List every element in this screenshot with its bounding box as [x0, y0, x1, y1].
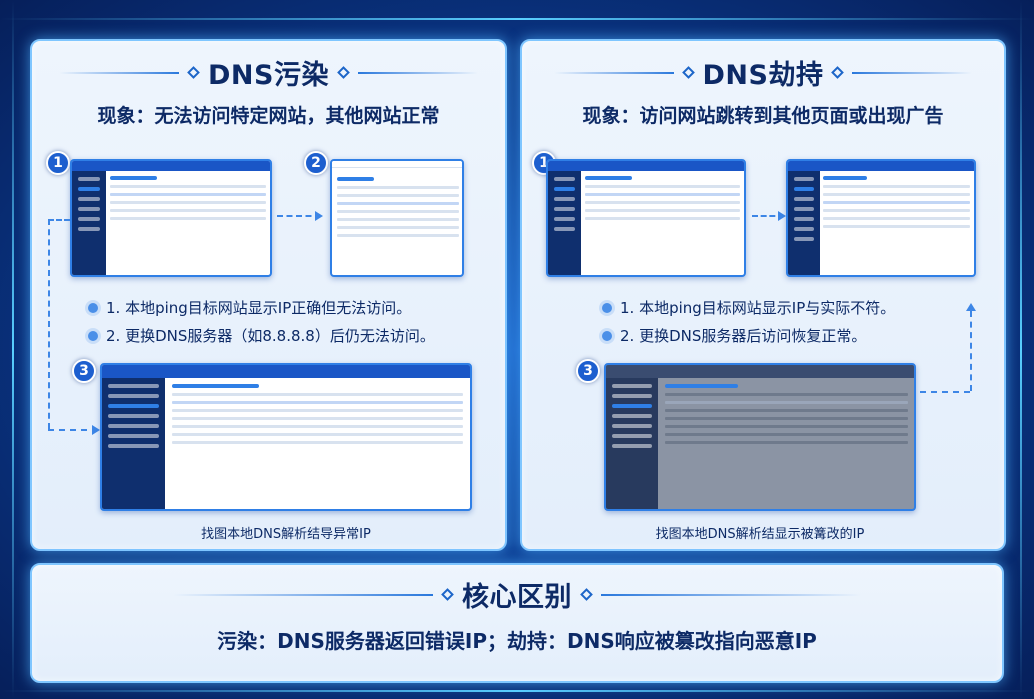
- step-badge-2: 2: [304, 151, 328, 175]
- title-divider-right: [357, 71, 478, 74]
- diamond-icon: [580, 588, 593, 601]
- step-badge-3: 3: [72, 359, 96, 383]
- title-divider-left: [173, 593, 433, 596]
- step-badge-1: 1: [46, 151, 70, 175]
- arrow-1-to-2: [277, 211, 323, 221]
- core-difference-title-row: 核心区别: [32, 575, 1002, 614]
- step-text: 2. 更换DNS服务器（如8.8.8.8）后仍无法访问。: [106, 327, 435, 345]
- dns-pollution-caption: 找图本地DNS解析结导异常IP: [201, 527, 371, 542]
- dns-hijack-screenshot-3: [604, 363, 916, 511]
- dns-pollution-screenshot-3: [100, 363, 472, 511]
- title-divider-left: [553, 71, 674, 74]
- dns-hijack-screenshot-2: [786, 159, 976, 277]
- dns-pollution-title-row: DNS污染: [32, 53, 505, 92]
- diamond-icon: [831, 66, 845, 79]
- step-item: 1. 本地ping目标网站显示IP正确但无法访问。: [88, 297, 435, 318]
- diamond-icon: [337, 66, 350, 79]
- arrow-to-3: [48, 425, 100, 435]
- core-difference-text: 污染：DNS服务器返回错误IP；劫持：DNS响应被篡改指向恶意IP: [217, 629, 817, 653]
- arrow-1-to-2: [752, 211, 786, 221]
- dns-hijack-screenshot-1: [546, 159, 746, 277]
- connector-1-to-3: [48, 219, 50, 429]
- step-text: 1. 本地ping目标网站显示IP与实际不符。: [620, 299, 896, 317]
- step-item: 2. 更换DNS服务器（如8.8.8.8）后仍无法访问。: [88, 325, 435, 346]
- title-divider-right: [852, 71, 973, 74]
- connector-1-top: [48, 219, 70, 221]
- dns-pollution-screenshot-1: [70, 159, 272, 277]
- dns-pollution-steps: 1. 本地ping目标网站显示IP正确但无法访问。 2. 更换DNS服务器（如8…: [88, 297, 435, 353]
- diamond-icon: [681, 66, 695, 79]
- dns-hijack-panel: DNS劫持 现象：访问网站跳转到其他页面或出现广告 1 1. 本地ping目标网…: [520, 39, 1006, 551]
- bullet-icon: [602, 330, 612, 341]
- dns-hijack-title-row: DNS劫持: [522, 53, 1004, 92]
- bullet-icon: [602, 302, 612, 313]
- bullet-icon: [88, 330, 98, 341]
- step-item: 1. 本地ping目标网站显示IP与实际不符。: [602, 297, 895, 318]
- bullet-icon: [88, 302, 98, 313]
- step-item: 2. 更换DNS服务器后访问恢复正常。: [602, 325, 895, 346]
- connector-3-right: [920, 391, 970, 393]
- diamond-icon: [441, 588, 454, 601]
- dns-hijack-title: DNS劫持: [702, 60, 824, 91]
- step-badge-3: 3: [576, 359, 600, 383]
- dns-pollution-title: DNS污染: [208, 60, 329, 91]
- title-divider-right: [601, 593, 861, 596]
- core-difference-panel: 核心区别 污染：DNS服务器返回错误IP；劫持：DNS响应被篡改指向恶意IP: [30, 563, 1004, 683]
- dns-pollution-panel: DNS污染 现象：无法访问特定网站，其他网站正常 1 2 1. 本地ping目标…: [30, 39, 507, 551]
- decor-line-left: [12, 0, 14, 699]
- dns-pollution-symptom: 现象：无法访问特定网站，其他网站正常: [97, 105, 440, 127]
- diamond-icon: [187, 66, 200, 79]
- step-text: 1. 本地ping目标网站显示IP正确但无法访问。: [106, 299, 412, 317]
- dns-hijack-symptom: 现象：访问网站跳转到其他页面或出现广告: [582, 105, 944, 127]
- dns-hijack-caption: 找图本地DNS解析结显示被篝改的IP: [655, 527, 865, 542]
- decor-line-right: [1020, 0, 1022, 699]
- dns-pollution-screenshot-2: [330, 159, 464, 277]
- decor-line-bottom: [0, 690, 1034, 692]
- title-divider-left: [59, 71, 180, 74]
- dns-hijack-steps: 1. 本地ping目标网站显示IP与实际不符。 2. 更换DNS服务器后访问恢复…: [602, 297, 895, 353]
- arrow-up-icon: [966, 303, 976, 311]
- step-text: 2. 更换DNS服务器后访问恢复正常。: [620, 327, 867, 345]
- connector-3-to-2: [970, 311, 972, 391]
- core-difference-title: 核心区别: [462, 582, 572, 613]
- decor-line-top: [0, 18, 1034, 20]
